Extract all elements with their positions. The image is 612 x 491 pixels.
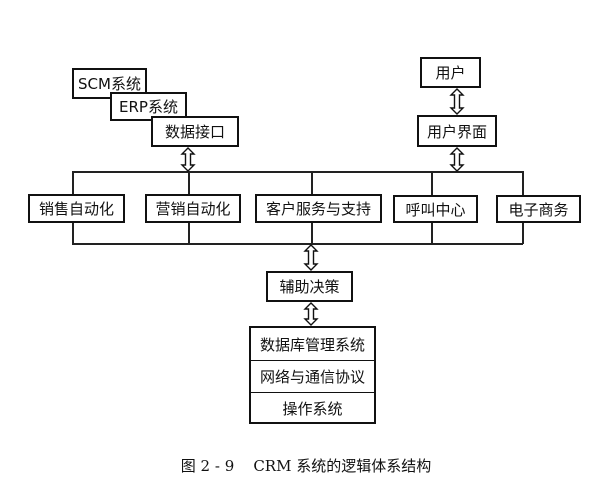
module-marketing-automation: 营销自动化 — [145, 194, 241, 223]
connector-line — [522, 221, 524, 244]
figure-caption: 图 2 - 9 CRM 系统的逻辑体系结构 — [180, 457, 432, 475]
stack-layer-label: 网络与通信协议 — [259, 368, 365, 386]
module-label: 客户服务与支持 — [265, 200, 371, 218]
module-sales-automation: 销售自动化 — [28, 194, 125, 223]
module-label: 呼叫中心 — [405, 200, 466, 219]
bottom-bus-line — [72, 243, 523, 245]
scm-system-label: SCM系统 — [78, 75, 141, 93]
data-interface-label: 数据接口 — [164, 123, 225, 141]
module-label: 销售自动化 — [38, 200, 114, 218]
connector-line — [72, 171, 74, 195]
decision-support-box: 辅助决策 — [266, 271, 353, 302]
connector-line — [72, 221, 74, 244]
connector-line — [188, 171, 190, 195]
user-interface-box: 用户界面 — [417, 115, 497, 147]
module-call-center: 呼叫中心 — [393, 195, 478, 223]
module-e-commerce: 电子商务 — [496, 195, 581, 223]
connector-line — [311, 221, 313, 244]
stack-layer-label: 操作系统 — [282, 400, 343, 418]
double-arrow-icon — [303, 302, 319, 326]
stack-layer-label: 数据库管理系统 — [259, 335, 365, 354]
double-arrow-icon — [303, 244, 319, 271]
decision-support-label: 辅助决策 — [279, 278, 340, 296]
user-box: 用户 — [420, 57, 481, 88]
double-arrow-icon — [449, 88, 465, 115]
user-label: 用户 — [435, 64, 466, 82]
connector-line — [188, 221, 190, 244]
top-bus-line — [72, 171, 523, 173]
data-interface-box: 数据接口 — [151, 116, 239, 147]
user-interface-label: 用户界面 — [426, 122, 487, 141]
connector-line — [311, 171, 313, 195]
module-label: 营销自动化 — [155, 200, 231, 218]
stack-layer-dbms: 数据库管理系统 — [251, 328, 374, 360]
module-label: 电子商务 — [508, 200, 569, 219]
infrastructure-stack: 数据库管理系统 网络与通信协议 操作系统 — [249, 326, 376, 424]
stack-layer-network: 网络与通信协议 — [251, 360, 374, 392]
connector-line — [431, 221, 433, 244]
erp-system-label: ERP系统 — [119, 98, 178, 116]
connector-line — [522, 171, 524, 195]
double-arrow-icon — [180, 147, 196, 172]
module-customer-service: 客户服务与支持 — [255, 194, 382, 223]
double-arrow-icon — [449, 147, 465, 172]
stack-layer-os: 操作系统 — [251, 392, 374, 424]
connector-line — [431, 171, 433, 195]
